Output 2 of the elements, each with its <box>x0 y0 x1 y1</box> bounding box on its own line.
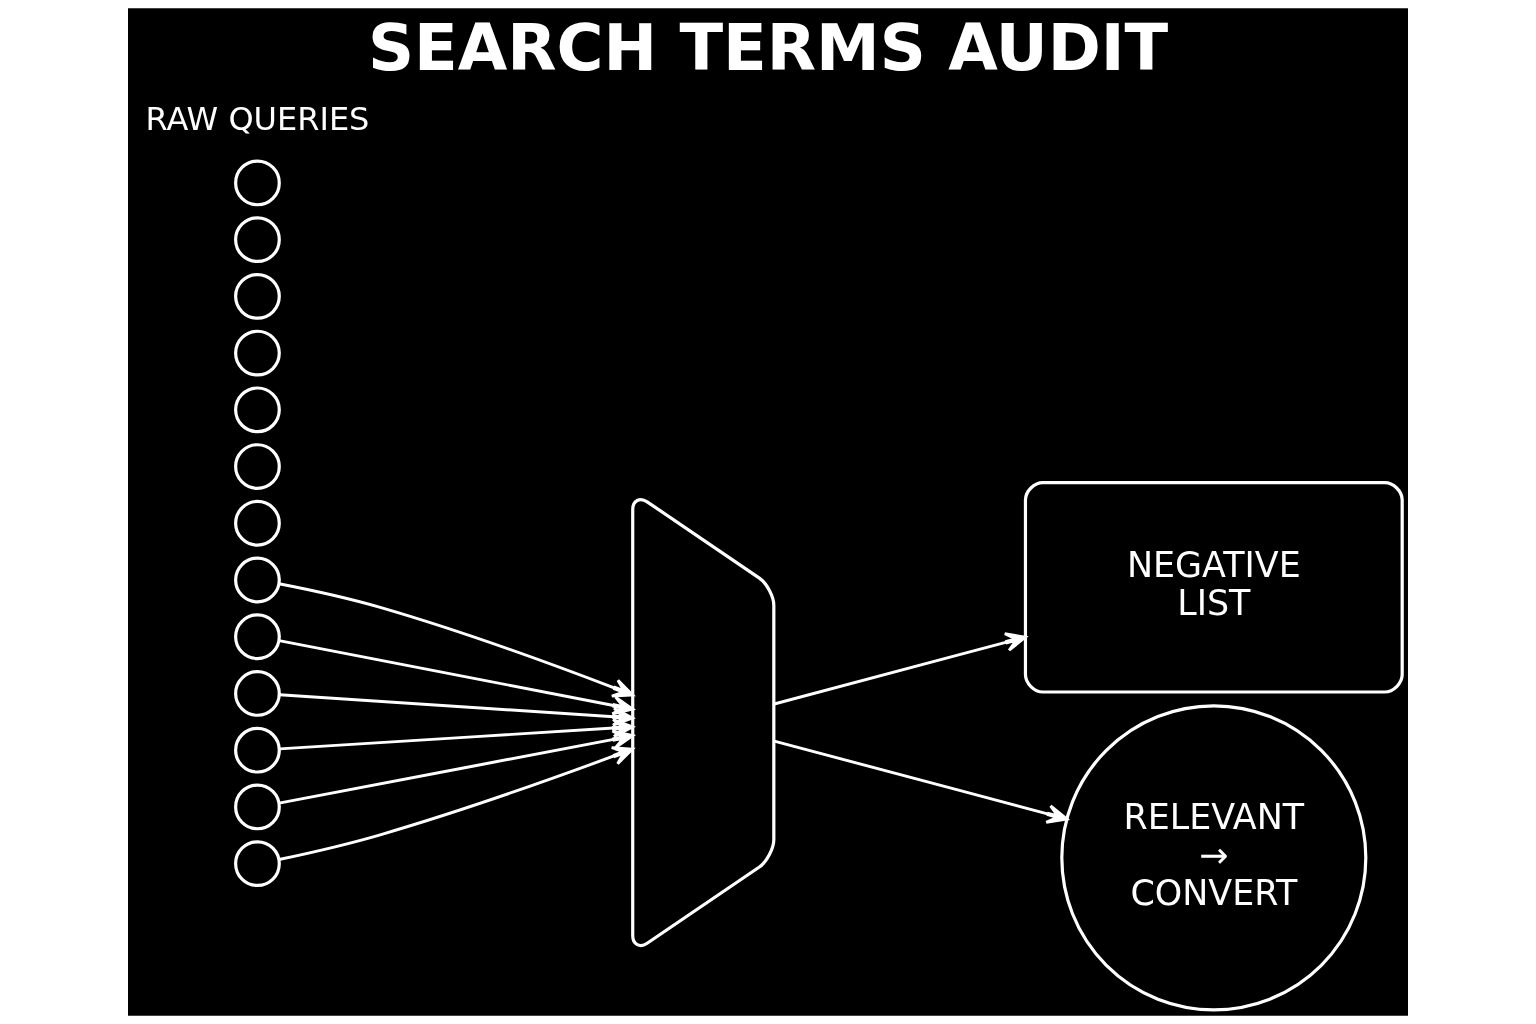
diagram-title: SEARCH TERMS AUDIT <box>368 10 1169 85</box>
label: RAW QUERIES <box>145 99 370 138</box>
